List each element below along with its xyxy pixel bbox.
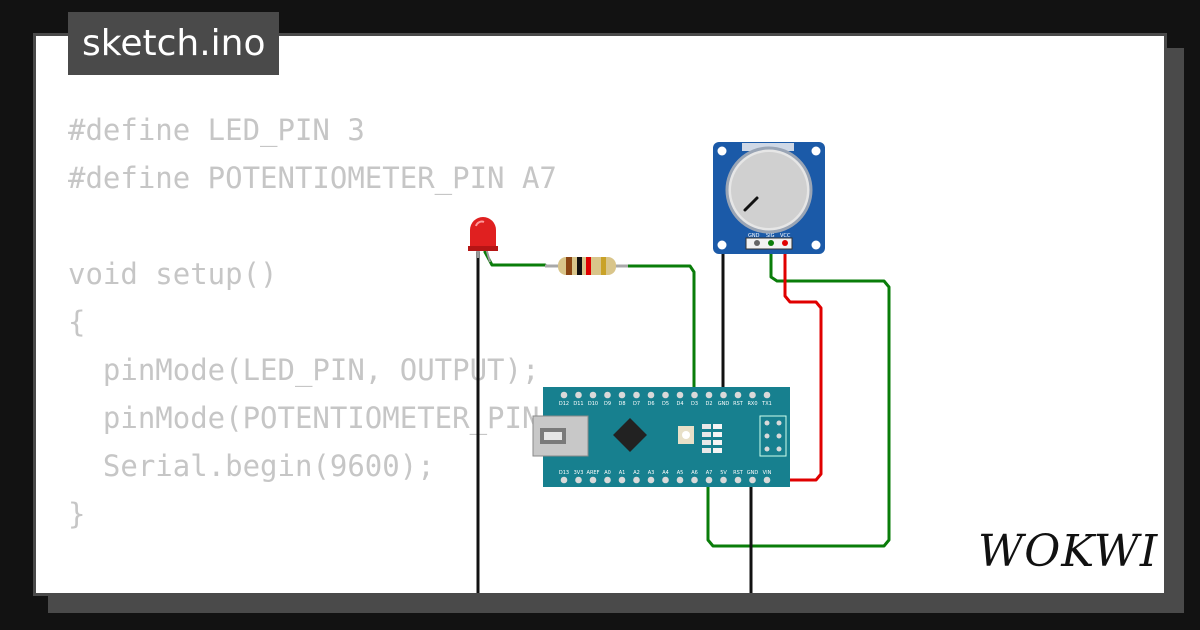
code-line[interactable]: Serial.begin(9600); <box>68 449 435 483</box>
nano-pin[interactable] <box>575 391 582 399</box>
nano-pin[interactable] <box>633 391 640 399</box>
code-line[interactable]: void setup() <box>68 257 278 291</box>
nano-pin[interactable] <box>691 391 698 399</box>
nano-pin-label: 3V3 <box>574 470 584 476</box>
nano-pin[interactable] <box>604 391 611 399</box>
nano-pin-label: D7 <box>633 401 640 407</box>
nano-pin-label: D13 <box>559 470 569 476</box>
nano-pin-label: GND <box>718 401 730 407</box>
nano-pin-label: A5 <box>677 470 684 476</box>
code-line[interactable]: #define POTENTIOMETER_PIN A7 <box>68 161 557 195</box>
pot-label-sig: SIG <box>766 233 775 239</box>
nano-pin[interactable] <box>575 476 582 484</box>
top-pin-header[interactable] <box>560 391 771 399</box>
nano-pin[interactable] <box>734 391 742 399</box>
nano-pin[interactable] <box>589 391 597 399</box>
nano-pin[interactable] <box>763 476 771 484</box>
nano-pin[interactable] <box>647 476 655 484</box>
icsp-header <box>759 415 787 457</box>
nano-pin-label: D4 <box>676 401 683 407</box>
nano-pin-label: RX0 <box>747 401 757 407</box>
potentiometer-knob-indicator <box>743 196 759 212</box>
usb-connector <box>532 415 589 457</box>
nano-pin[interactable] <box>633 476 640 484</box>
nano-pin[interactable] <box>589 476 597 484</box>
wire-pot-vcc[interactable] <box>720 241 823 482</box>
nano-pin-label: D5 <box>662 401 669 407</box>
nano-pin-label: D2 <box>705 401 712 407</box>
code-line[interactable]: { <box>68 305 86 339</box>
nano-pin-label: GND <box>747 470 759 476</box>
nano-pin[interactable] <box>560 476 568 484</box>
nano-pin[interactable] <box>604 476 611 484</box>
nano-pin[interactable] <box>618 391 626 399</box>
wire-led-to-resistor[interactable] <box>483 250 547 267</box>
wire-pot-gnd[interactable] <box>721 241 760 394</box>
pot-label-gnd: GND <box>748 233 760 239</box>
resistor[interactable] <box>545 257 628 275</box>
nano-pin-label: A7 <box>706 470 713 476</box>
nano-pin[interactable] <box>662 391 669 399</box>
nano-pin[interactable] <box>749 476 756 484</box>
nano-pin[interactable] <box>734 476 742 484</box>
code-line[interactable]: } <box>68 497 86 531</box>
nano-pin-label: D12 <box>559 401 569 407</box>
nano-pin-label: A0 <box>604 470 611 476</box>
nano-pin-label: A6 <box>691 470 698 476</box>
nano-pin-label: VIN <box>763 470 772 476</box>
nano-pin[interactable] <box>763 391 771 399</box>
wire-resistor-to-d3[interactable] <box>626 264 696 394</box>
nano-pin-label: A2 <box>633 470 640 476</box>
nano-pin[interactable] <box>705 476 713 484</box>
code-editor[interactable]: #define LED_PIN 3 #define POTENTIOMETER_P… <box>68 106 697 593</box>
wire-pot-sig[interactable] <box>706 241 891 548</box>
nano-pin-label: D10 <box>588 401 598 407</box>
nano-pin-label: D9 <box>604 401 611 407</box>
nano-pin[interactable] <box>705 391 713 399</box>
nano-pin-label: D3 <box>691 401 698 407</box>
microcontroller-chip <box>613 418 647 452</box>
nano-pin[interactable] <box>691 476 698 484</box>
nano-pin-label: RST <box>733 401 744 407</box>
nano-pin-label: 5V <box>720 470 727 476</box>
nano-pin-label: AREF <box>587 470 600 476</box>
nano-pin[interactable] <box>647 391 655 399</box>
nano-pin-label: A1 <box>619 470 626 476</box>
nano-pin[interactable] <box>749 391 756 399</box>
preview-card: #define LED_PIN 3 #define POTENTIOMETER_P… <box>33 33 1167 596</box>
nano-pin-label: D8 <box>618 401 625 407</box>
nano-pin[interactable] <box>676 476 684 484</box>
nano-pin[interactable] <box>676 391 684 399</box>
code-line[interactable]: pinMode(LED_PIN, OUTPUT); <box>68 353 540 387</box>
bottom-pin-header[interactable] <box>560 476 771 484</box>
nano-pin[interactable] <box>560 391 568 399</box>
nano-pin[interactable] <box>720 391 727 399</box>
potentiometer-module[interactable]: GND SIG VCC <box>713 142 825 254</box>
nano-pin[interactable] <box>662 476 669 484</box>
file-tab[interactable]: sketch.ino <box>68 12 280 75</box>
wokwi-logo: WOKWI <box>978 526 1159 577</box>
nano-pin-label: A4 <box>662 470 669 476</box>
code-line[interactable]: #define LED_PIN 3 <box>68 113 365 147</box>
pot-label-vcc: VCC <box>780 233 791 239</box>
nano-pin-label: TX1 <box>761 401 772 407</box>
nano-pin[interactable] <box>720 476 727 484</box>
red-led[interactable] <box>468 217 498 263</box>
nano-pin[interactable] <box>618 476 626 484</box>
nano-pin-label: A3 <box>648 470 655 476</box>
nano-pin-label: D6 <box>647 401 654 407</box>
nano-pin-label: RST <box>733 470 744 476</box>
nano-pin-label: D11 <box>573 401 583 407</box>
